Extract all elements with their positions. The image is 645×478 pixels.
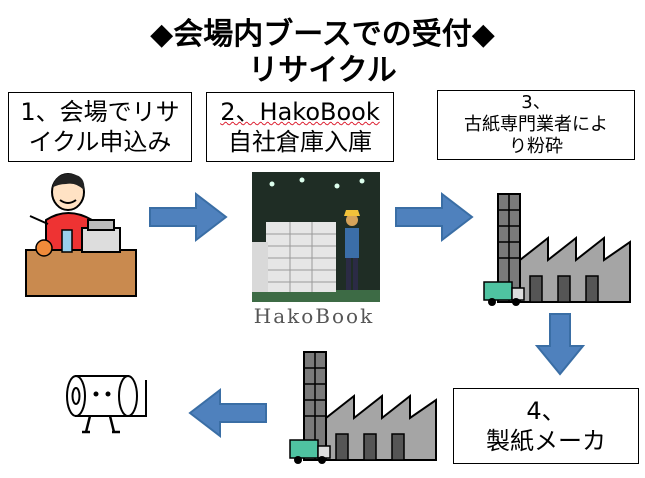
arrow-down [534, 313, 586, 376]
warehouse-photo [252, 172, 380, 302]
paper-mill-icon [289, 351, 437, 464]
arrow-right-2 [395, 191, 474, 243]
page-subtitle: リサイクル [248, 53, 397, 88]
toilet-paper-icon [66, 375, 147, 434]
step-3-line2: 古紙専門業者によ [464, 114, 608, 135]
step-4-box: 4、 製紙メーカ [453, 388, 639, 464]
step-3-box: 3、 古紙専門業者によ り粉砕 [437, 90, 635, 160]
step-1-box: 1、会場でリサ イクル申込み [8, 92, 192, 162]
step-3-line3: り粉砕 [509, 136, 563, 157]
step-4-line1: 4、 [526, 397, 566, 425]
step-2-line2: 自社倉庫入庫 [228, 128, 372, 156]
factory-icon [483, 193, 631, 306]
page-title: ◆会場内ブースでの受付◆ [150, 17, 495, 52]
hakobook-logo: HakoBook [253, 304, 375, 328]
step-1-line1: 1、会場でリサ [20, 98, 180, 126]
step-2-box: 2、HakoBook 自社倉庫入庫 [206, 92, 394, 162]
arrow-right-1 [149, 191, 228, 243]
step-4-line2: 製紙メーカ [486, 427, 606, 455]
step-2-line1: 2、HakoBook [220, 98, 380, 126]
step-1-line2: イクル申込み [28, 128, 172, 156]
step-3-line1: 3、 [521, 92, 551, 113]
arrow-left [188, 387, 267, 439]
reception-person-icon [25, 173, 137, 297]
